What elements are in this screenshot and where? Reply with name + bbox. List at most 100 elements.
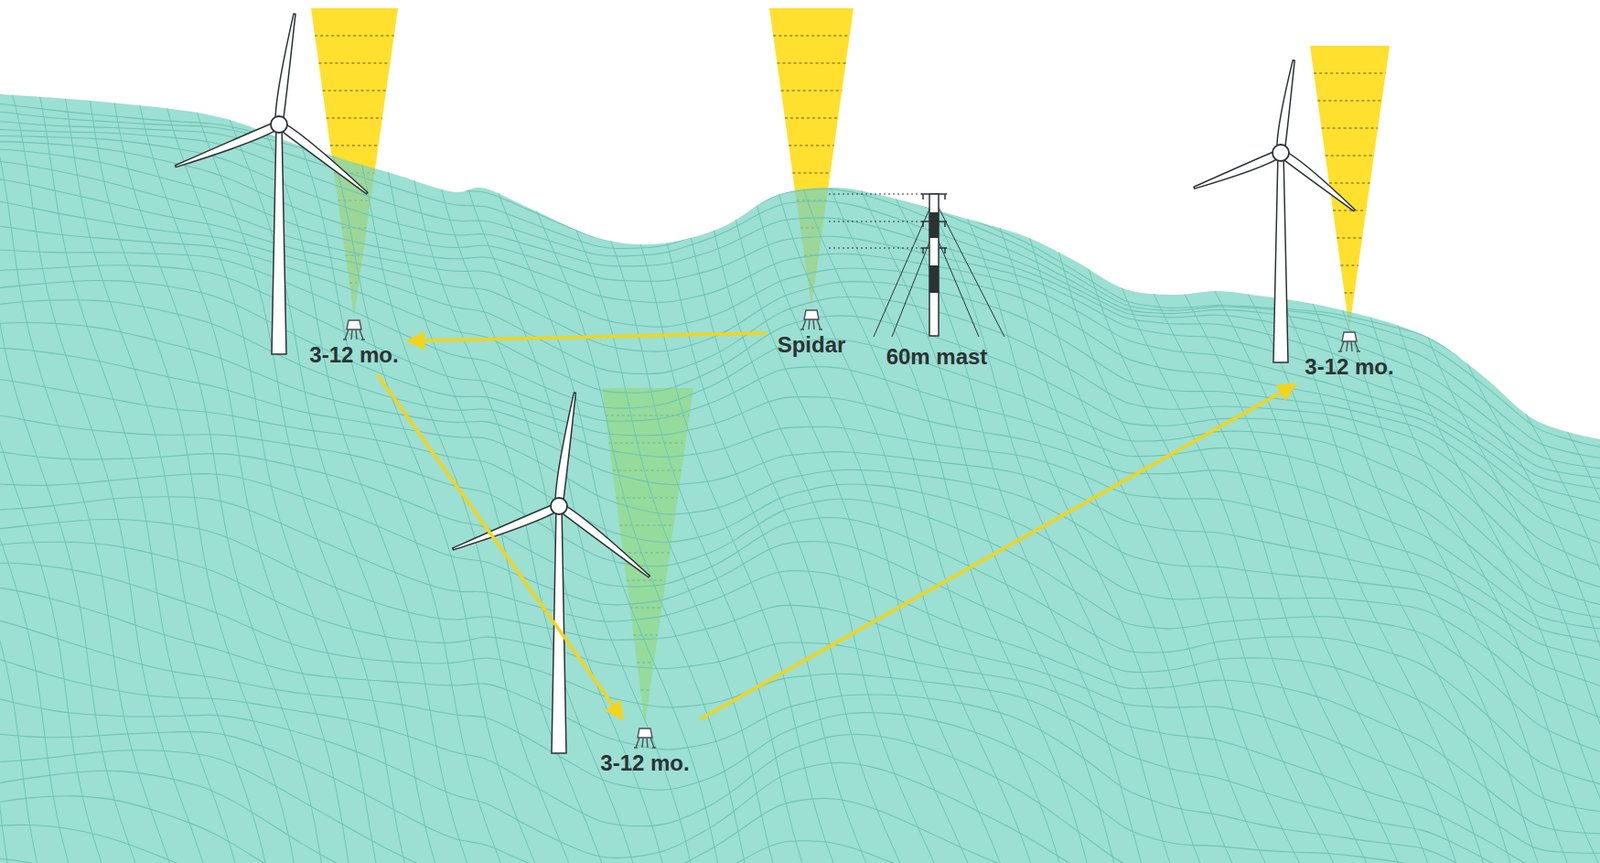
mesh-line — [133, 73, 351, 863]
anemometer — [944, 193, 946, 200]
mast-label: 60m mast — [886, 343, 988, 370]
mesh-line — [820, 73, 1117, 863]
mesh-line — [0, 562, 1600, 863]
mesh-line — [158, 73, 378, 863]
range-gate-line — [1313, 73, 1386, 75]
mesh-line — [391, 73, 637, 863]
mesh-line — [0, 694, 1600, 863]
mesh-line — [0, 616, 1600, 863]
anemometer — [922, 221, 924, 227]
mesh-line — [1557, 73, 1600, 863]
guy-wire — [891, 230, 935, 337]
mesh-line — [85, 73, 297, 863]
height-link — [828, 247, 922, 249]
mesh-line — [0, 858, 1600, 863]
turbine-blade — [173, 120, 281, 172]
device-legs — [800, 319, 823, 330]
mesh-line — [1103, 73, 1432, 863]
range-gate-line — [1336, 237, 1363, 239]
duration-label: 3-12 mo. — [600, 750, 689, 776]
mesh-line — [417, 73, 666, 863]
range-gate-line — [1317, 100, 1382, 102]
turbine-tower — [1273, 152, 1289, 363]
mesh-line — [772, 73, 1063, 863]
range-gate-line — [322, 90, 387, 92]
mesh-line — [0, 449, 1600, 785]
mesh-line — [242, 73, 472, 863]
mesh-line — [1020, 73, 1340, 863]
mesh-line — [870, 73, 1174, 863]
range-gate-line — [792, 172, 830, 174]
device-label: Spidar — [777, 332, 847, 358]
mesh-line — [632, 73, 906, 863]
device-body — [804, 310, 819, 320]
device-body — [346, 320, 362, 330]
range-gate-line — [1325, 155, 1375, 157]
mesh-line — [0, 279, 1600, 629]
mesh-line — [796, 73, 1091, 863]
mesh-line — [1378, 73, 1600, 863]
mesh-line — [464, 73, 720, 863]
mesh-line — [34, 73, 238, 863]
mesh-line — [0, 73, 174, 863]
measurement-location: 3-12 mo. — [303, 314, 404, 370]
met-mast — [828, 193, 1005, 337]
turbine-hub — [550, 497, 568, 515]
range-gate-line — [1340, 265, 1358, 267]
range-gate-line — [326, 118, 383, 119]
mesh-line — [0, 176, 1600, 545]
mesh-line — [1050, 73, 1373, 863]
mesh-line — [440, 73, 693, 863]
turbine-tower — [271, 124, 287, 355]
height-link — [828, 221, 922, 223]
device-legs — [1338, 341, 1361, 352]
mesh-line — [1531, 73, 1600, 863]
mesh-line — [570, 73, 838, 863]
mesh-line — [514, 73, 775, 863]
mesh-line — [0, 731, 1600, 863]
range-gate-line — [773, 35, 850, 37]
mesh-line — [0, 73, 72, 863]
anemometer — [944, 221, 946, 227]
mesh-line — [1151, 73, 1487, 863]
range-gate-line — [1321, 128, 1379, 129]
mesh-line — [0, 149, 1600, 505]
mesh-line — [662, 73, 939, 863]
turbine-tower — [551, 505, 567, 753]
height-link — [828, 193, 922, 195]
mesh-line — [213, 73, 440, 863]
wind-turbine — [1192, 59, 1358, 363]
mesh-line — [845, 73, 1146, 863]
turbine-hub — [270, 116, 288, 133]
mesh-line — [1584, 73, 1600, 863]
mesh-line — [489, 73, 748, 863]
turbine-blade — [451, 502, 562, 554]
mesh-line — [109, 73, 323, 863]
wind-turbines — [173, 12, 1358, 753]
relocation-arrow — [377, 375, 623, 718]
mesh-line — [0, 795, 1600, 863]
measurement-location: 3-12 mo. — [594, 722, 695, 778]
mesh-line — [364, 73, 606, 863]
mast-band — [929, 212, 939, 238]
range-gate-line — [784, 118, 838, 119]
range-gate-line — [330, 145, 379, 147]
mesh-line — [1348, 73, 1600, 863]
turbine-blade — [1192, 149, 1283, 193]
mesh-line — [928, 73, 1237, 863]
mesh-line — [1127, 73, 1461, 863]
anemometer — [922, 193, 924, 200]
range-gate-line — [1332, 210, 1366, 212]
mesh-line — [0, 73, 140, 863]
mesh-line — [1227, 73, 1572, 863]
mesh-line — [304, 73, 540, 863]
range-gate-line — [788, 145, 835, 147]
relocation-arrow — [700, 385, 1295, 720]
mesh-line — [0, 102, 1600, 439]
duration-label: 3-12 mo. — [309, 342, 398, 368]
mesh-line — [899, 73, 1205, 863]
mesh-line — [1482, 73, 1600, 863]
device-body — [637, 728, 653, 738]
device-legs — [633, 737, 656, 748]
